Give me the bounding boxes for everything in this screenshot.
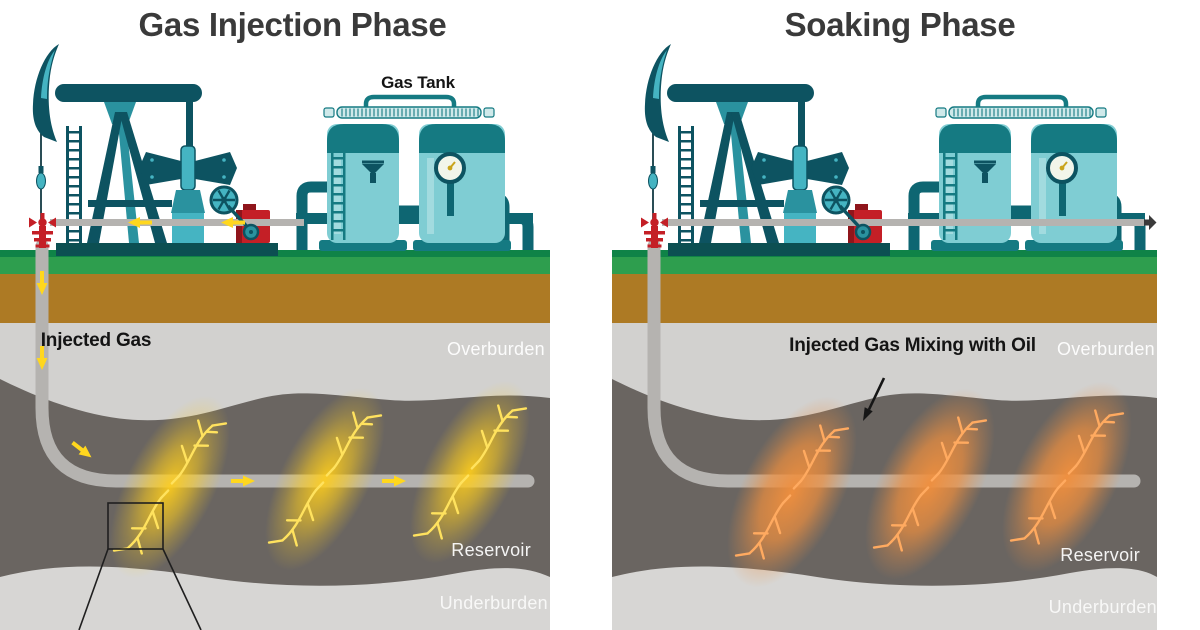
fracture-zones <box>110 380 530 579</box>
soaking-scene <box>612 44 1157 630</box>
annotation-arrow <box>863 377 886 421</box>
gas-tanks-icon <box>908 94 1146 251</box>
flow-arrows <box>36 217 406 487</box>
belt-drive <box>226 204 260 241</box>
wellbore-pipe <box>35 239 535 488</box>
pumpjack-icon <box>644 44 890 256</box>
wellhead-icon <box>29 213 56 248</box>
surface-pipeline <box>662 219 1144 226</box>
gas-tanks-icon <box>296 94 534 251</box>
wellbore-pipe <box>647 239 1141 488</box>
belt-drive <box>838 204 872 241</box>
surface-pipeline <box>50 219 304 226</box>
fracture-zones <box>727 381 1132 588</box>
pipeline-end-arrow <box>1144 215 1157 230</box>
wellhead-icon <box>641 213 668 248</box>
pumpjack-icon <box>32 44 278 256</box>
gas-injection-scene <box>0 44 550 630</box>
magnifier-callout <box>78 502 202 630</box>
